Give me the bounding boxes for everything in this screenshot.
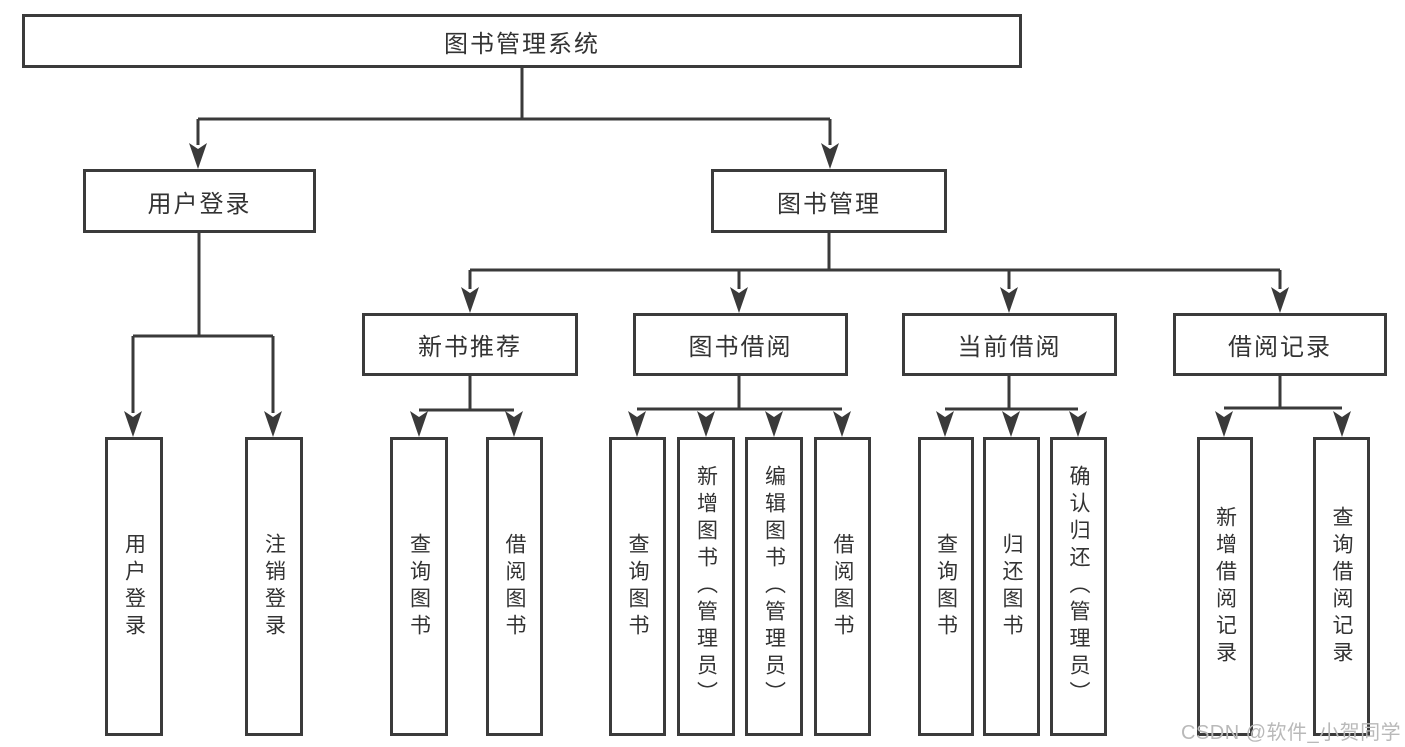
leaf-label: 查询图书 <box>626 532 650 641</box>
node-root-library-management-system: 图书管理系统 <box>22 14 1022 68</box>
leaf-label: 新增借阅记录 <box>1213 505 1237 668</box>
leaf-query-borrow-record: 查询借阅记录 <box>1313 437 1370 736</box>
leaf-query-books-recommend: 查询图书 <box>390 437 448 736</box>
leaf-label: 注销登录 <box>262 532 286 641</box>
leaf-label: 查询借阅记录 <box>1330 505 1354 668</box>
node-borrow-records: 借阅记录 <box>1173 313 1387 376</box>
csdn-watermark: CSDN @软件_小贺同学 <box>1181 722 1402 744</box>
leaf-user-login: 用户登录 <box>105 437 163 736</box>
leaf-borrow-books-recommend: 借阅图书 <box>486 437 543 736</box>
leaf-label: 确认归还（管理员） <box>1067 465 1091 708</box>
leaf-return-books: 归还图书 <box>983 437 1040 736</box>
leaf-label: 借阅图书 <box>831 532 855 641</box>
leaf-label: 新增图书（管理员） <box>694 465 718 708</box>
node-new-book-recommend: 新书推荐 <box>362 313 578 376</box>
leaf-label: 用户登录 <box>122 532 146 641</box>
leaf-logout: 注销登录 <box>245 437 303 736</box>
leaf-label: 归还图书 <box>1000 532 1024 641</box>
leaf-borrow-books: 借阅图书 <box>814 437 871 736</box>
leaf-label: 借阅图书 <box>503 532 527 641</box>
leaf-confirm-return-admin: 确认归还（管理员） <box>1050 437 1107 736</box>
leaf-label: 编辑图书（管理员） <box>762 465 786 708</box>
node-user-login: 用户登录 <box>83 169 316 233</box>
leaf-query-books-current: 查询图书 <box>918 437 974 736</box>
leaf-add-books-admin: 新增图书（管理员） <box>677 437 735 736</box>
leaf-query-books-borrow: 查询图书 <box>609 437 666 736</box>
node-current-borrow: 当前借阅 <box>902 313 1117 376</box>
leaf-edit-books-admin: 编辑图书（管理员） <box>745 437 803 736</box>
leaf-add-borrow-record: 新增借阅记录 <box>1197 437 1253 736</box>
node-book-management: 图书管理 <box>711 169 947 233</box>
node-book-borrow: 图书借阅 <box>633 313 848 376</box>
leaf-label: 查询图书 <box>934 532 958 641</box>
leaf-label: 查询图书 <box>407 532 431 641</box>
